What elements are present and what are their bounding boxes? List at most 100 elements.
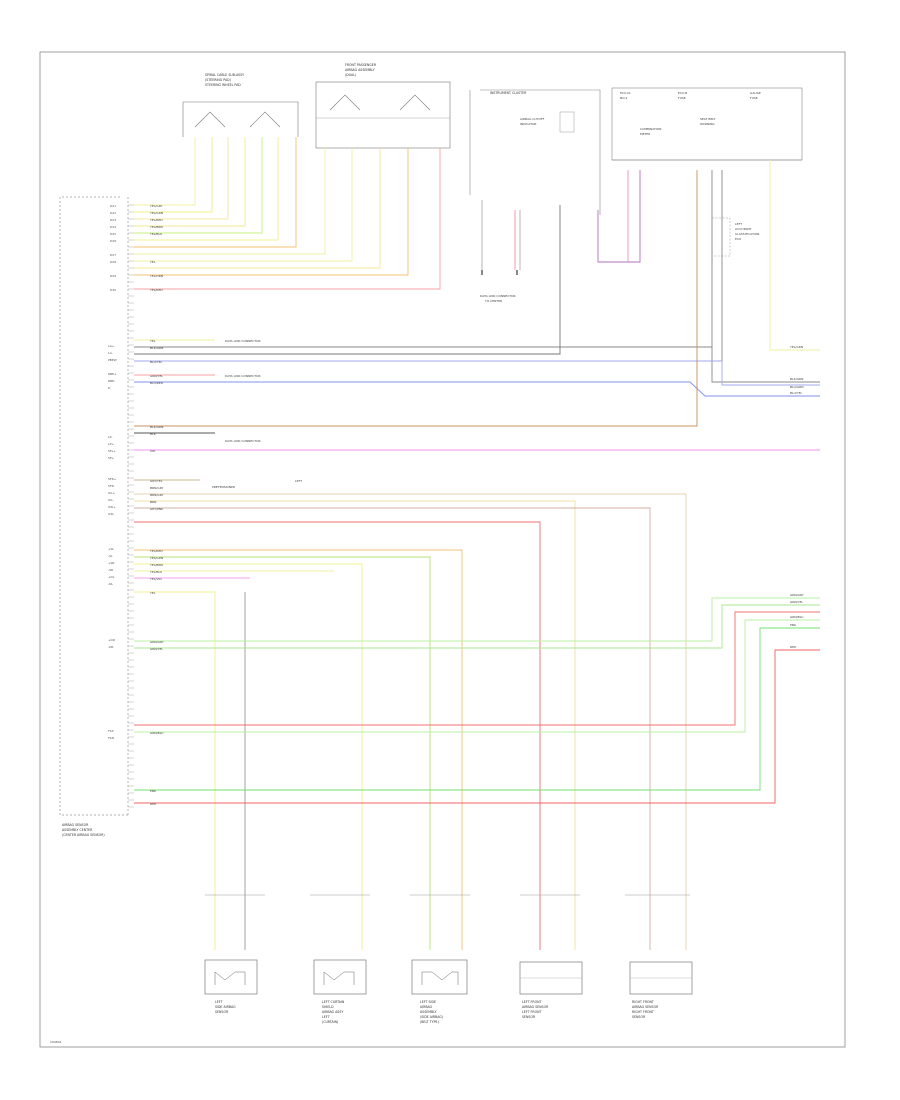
- airbag-cutoff-label-2: INDICATOR: [520, 122, 537, 126]
- pin-label: RBE-: [108, 379, 115, 383]
- pin-label: D30: [110, 288, 116, 292]
- fuse-3-label: GAUGE: [750, 91, 761, 95]
- pin-label: FSN: [108, 736, 114, 740]
- occupant-label: CLASSIFICATION: [735, 232, 759, 236]
- wire-label: RED: [790, 645, 797, 649]
- pin-label: D25: [110, 232, 116, 236]
- pin-label: LA-: [108, 351, 113, 355]
- pin-label: LA+: [108, 344, 115, 348]
- fuse-group: ECU-IG NO.2 ECU-B FUSE GAUGE FUSE COMBIN…: [611, 87, 803, 161]
- passenger-label-2: AIRBAG ASSEMBLY: [345, 68, 375, 72]
- wire-label: PNK: [150, 789, 157, 793]
- sensor-label: LEFT CURTAIN: [322, 1000, 345, 1004]
- wire-label: YEL: [150, 591, 156, 595]
- sensor-label: SIDE AIRBAG: [215, 1005, 236, 1009]
- sensor-label: SENSOR: [632, 1015, 646, 1019]
- wire-label: BRN: [150, 500, 156, 504]
- pin-label: -DL: [108, 582, 113, 586]
- wire-label: GRN/YEL: [790, 600, 803, 604]
- pin-label: FSP: [108, 729, 114, 733]
- pin-label: ICL-: [108, 498, 114, 502]
- sensor-left-curtain: LEFT CURTAIN SHIELD AIRBAG ASSY LEFT (CU…: [313, 959, 367, 1024]
- wire-label: BLU/RED: [150, 381, 164, 385]
- pin-label: LP+: [108, 442, 114, 446]
- pin-label: D29: [110, 274, 116, 278]
- wire-label: GRN/YEL: [150, 647, 163, 651]
- data-link-label: DATA LINK CONNECTOR: [480, 294, 516, 298]
- middle-wire-bundle: [134, 160, 820, 451]
- module-label-line-3: (CENTER AIRBAG SENSOR): [62, 833, 105, 837]
- sensor-label: LEFT: [215, 1000, 223, 1004]
- module-label-line-2: ASSEMBLY CENTER: [62, 828, 93, 832]
- occupant-label: LEFT: [735, 222, 742, 226]
- pin-label: RBE+: [108, 372, 117, 376]
- wire-label: YEL/BLU: [150, 232, 162, 236]
- pin-label: SFR-: [108, 484, 115, 488]
- pin-label: SFR+: [108, 477, 117, 481]
- wire-label: BLK: [150, 432, 157, 436]
- pin-label: -DR: [108, 645, 113, 649]
- wire-label: YEL/GRN: [150, 556, 163, 560]
- wire-label: BLU/GRN: [790, 385, 803, 389]
- pin-label: SFL-: [108, 456, 114, 460]
- sensor-label: (SIDE AIRBAG): [420, 1015, 443, 1019]
- pin-label: LP-: [108, 435, 113, 439]
- wire-label: BLK/GRN: [790, 377, 803, 381]
- seat-belt-warning-label: SEAT BELT: [700, 117, 716, 121]
- pin-label: D28: [110, 260, 116, 264]
- airbag-cutoff-label-1: AIRBAG CUTOFF: [520, 117, 545, 121]
- sensor-label: AIRBAG SENSOR: [632, 1005, 659, 1009]
- wire-label: BLU/YEL: [150, 360, 163, 364]
- data-link-note: DATA LINK CONNECTOR: [225, 339, 261, 343]
- diagram-border: [39, 51, 846, 1048]
- pretensioner-label: LEFT: [295, 479, 302, 483]
- fuse-3-label: FUSE: [750, 96, 758, 100]
- wire-label: YEL/ORN: [150, 274, 163, 278]
- sensor-label: LEFT: [322, 1015, 330, 1019]
- pin-label: ICL+: [108, 491, 116, 495]
- sensor-label: LEFT SIDE: [420, 1000, 436, 1004]
- wire-label: BLK/GRN: [150, 425, 163, 429]
- wire-label: YEL/RED: [150, 218, 163, 222]
- passenger-airbag-component: FRONT PASSENGER AIRBAG ASSEMBLY (DUAL): [315, 63, 451, 149]
- pin-label: +SR: [108, 561, 115, 565]
- passenger-label-3: (DUAL): [345, 73, 356, 77]
- combo-meter-label: METER: [640, 132, 650, 136]
- pin-label: D23: [110, 218, 116, 222]
- passenger-label-1: FRONT PASSENGER: [345, 63, 377, 67]
- fuse-1-label: ECU-IG: [620, 91, 631, 95]
- pin-label: +SL: [108, 547, 114, 551]
- sensor-label: LEFT FRONT: [522, 1000, 541, 1004]
- fuse-2-label: ECU-B: [678, 91, 687, 95]
- occupant-classification-ecu: LEFT OCCUPANT CLASSIFICATION ECU: [711, 217, 759, 257]
- wire-label: GRY/YEL: [150, 479, 163, 483]
- sensor-left-front: LEFT FRONT AIRBAG SENSOR LEFT FRONT SENS…: [519, 961, 583, 1019]
- wire-label: YEL/BLU: [150, 570, 162, 574]
- wire-label: YEL/VIO: [150, 577, 162, 581]
- right-wire-labels: GRN/GRY GRN/YEL GRN/BLU PNK RED GRN/GRY …: [150, 345, 804, 806]
- data-link-note: DATA LINK CONNECTOR: [225, 439, 261, 443]
- spiral-label-2: (STEERING PAD): [205, 78, 231, 82]
- wire-label: GRY/PNK: [150, 507, 164, 511]
- pretensioner-wire-bundle: [134, 479, 687, 950]
- wire-label: YEL/GRY: [150, 204, 163, 208]
- pin-label: PBEW: [108, 358, 117, 362]
- wire-label: YEL: [150, 339, 156, 343]
- sensor-label: LEFT FRONT: [522, 1010, 541, 1014]
- sensor-label: RIGHT FRONT: [632, 1000, 654, 1004]
- pin-label: SFL+: [108, 449, 116, 453]
- sensor-label: AIRBAG ASSY: [322, 1010, 343, 1014]
- sensor-label: AIRBAG: [420, 1005, 433, 1009]
- pin-label: P-: [108, 386, 111, 390]
- pin-label: D22: [110, 211, 116, 215]
- occupant-label: OCCUPANT: [735, 227, 752, 231]
- sensor-left-side: LEFT SIDE AIRBAG SENSOR: [204, 959, 258, 1014]
- pretensioner-label: PRETENSIONER: [212, 485, 235, 489]
- airbag-sensor-module: AIRBAG SENSOR ASSEMBLY CENTER (CENTER AI…: [59, 196, 129, 837]
- spiral-label-3: STEERING WHEEL PAD: [205, 83, 241, 87]
- wire-label: GRN/GRY: [790, 593, 804, 597]
- pin-label: D27: [110, 253, 116, 257]
- combo-meter-label: COMBINATION: [640, 127, 661, 131]
- wire-label: YEL: [150, 260, 156, 264]
